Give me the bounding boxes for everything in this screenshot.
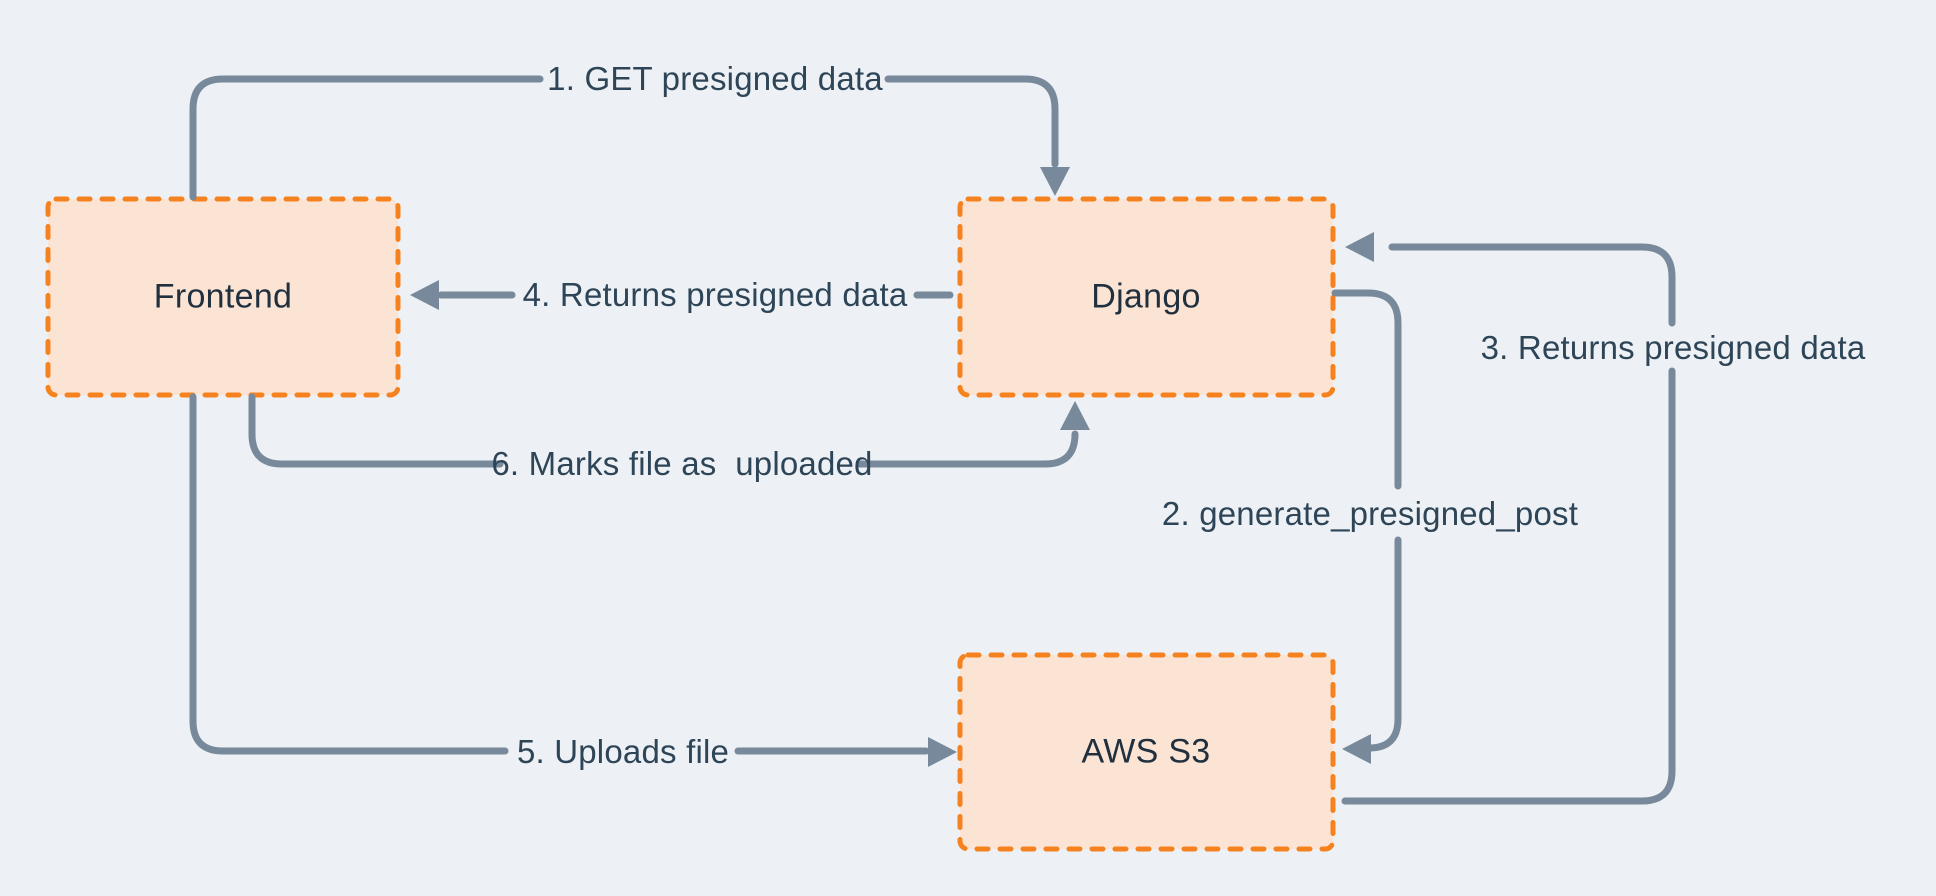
arrow-6-marks-file-uploaded-segment-b (856, 430, 1079, 468)
node-aws-s3-box (957, 652, 1336, 852)
arrow-1-arrowhead-down-icon (1040, 167, 1070, 196)
arrow-5-uploads-file-segment-a (189, 393, 509, 755)
node-frontend-box (45, 196, 401, 398)
node-django-box (957, 196, 1336, 398)
arrow-6-arrowhead-up-icon (1060, 401, 1090, 430)
arrow-1-get-presigned-data-segment-b (884, 75, 1059, 168)
arrow-2-arrowhead-left-icon (1342, 734, 1371, 764)
arrow-2-generate-presigned-post-segment-b (1365, 536, 1402, 752)
arrow-3-arrowhead-left-icon (1345, 232, 1374, 262)
arrow-5-arrowhead-right-icon (928, 737, 957, 767)
arrow-4-arrowhead-left-icon (410, 280, 439, 310)
arrow-3-returns-presigned-data-segment-a (1341, 367, 1676, 805)
arrow-3-returns-presigned-data-segment-b (1388, 243, 1676, 327)
arrow-2-generate-presigned-post-segment-a (1331, 289, 1402, 490)
arrow-1-get-presigned-data-segment-a (189, 75, 544, 201)
arrow-6-marks-file-uploaded-segment-a (248, 393, 504, 468)
